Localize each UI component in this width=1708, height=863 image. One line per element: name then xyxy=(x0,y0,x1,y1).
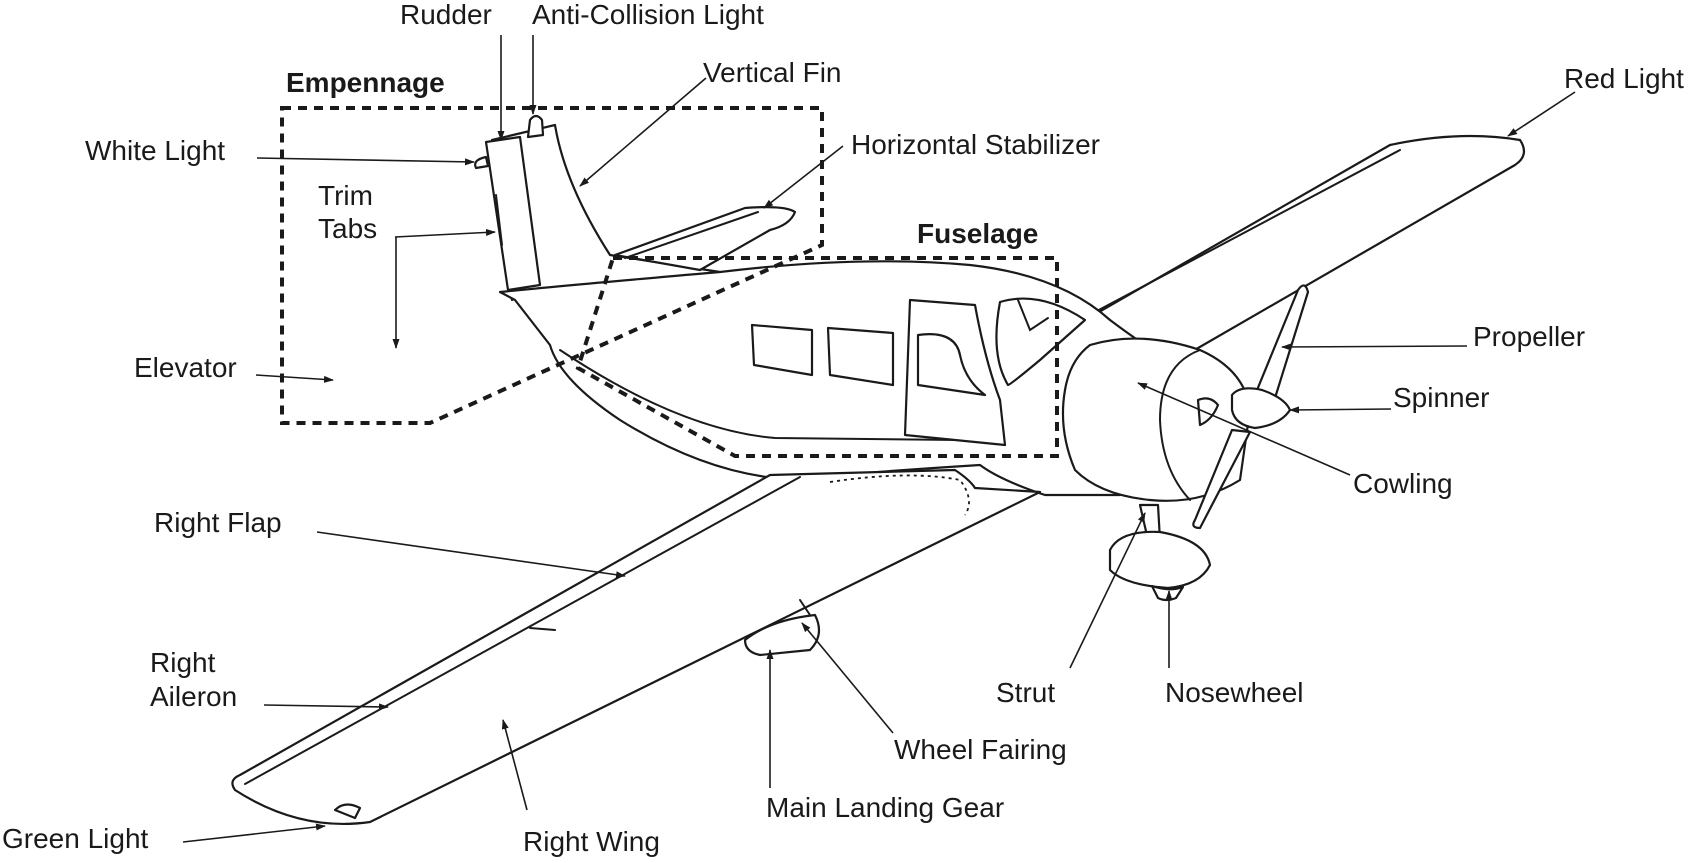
empennage-boundary xyxy=(280,106,824,425)
wheel-fairing-shape xyxy=(743,613,821,657)
cowling-front-ring xyxy=(1158,349,1201,501)
label-trim-tabs-line2: Tabs xyxy=(318,213,377,244)
label-empennage: Empennage xyxy=(286,67,445,98)
wing-root-fairing xyxy=(829,474,970,516)
label-strut: Strut xyxy=(996,677,1055,708)
windshield xyxy=(995,297,1087,387)
label-nosewheel: Nosewheel xyxy=(1165,677,1304,708)
label-spinner: Spinner xyxy=(1393,382,1490,413)
windshield-frame xyxy=(1017,299,1049,332)
label-white-light: White Light xyxy=(85,135,225,166)
airplane-drawing xyxy=(231,114,1526,825)
label-right-aileron-line2: Aileron xyxy=(150,681,237,712)
label-propeller: Propeller xyxy=(1473,321,1585,352)
label-horizontal-stabilizer: Horizontal Stabilizer xyxy=(851,129,1100,160)
rear-window-1 xyxy=(750,323,814,377)
white-light-shape xyxy=(474,155,490,170)
propeller-upper-blade xyxy=(1253,284,1310,400)
spinner-shape xyxy=(1230,387,1292,430)
nosewheel-fairing xyxy=(1108,530,1212,590)
main-landing-gear-strut xyxy=(799,599,811,616)
label-right-aileron-line1: Right xyxy=(150,647,216,678)
label-vertical-fin: Vertical Fin xyxy=(703,57,842,88)
right-flap-hinge xyxy=(244,476,801,785)
nosewheel-tire xyxy=(1150,584,1185,602)
label-cowling: Cowling xyxy=(1353,468,1453,499)
label-wheel-fairing: Wheel Fairing xyxy=(894,734,1067,765)
door-window xyxy=(916,333,987,397)
label-anti-collision-light: Anti-Collision Light xyxy=(532,0,764,30)
label-main-landing-gear: Main Landing Gear xyxy=(766,792,1004,823)
label-right-flap: Right Flap xyxy=(154,507,282,538)
right-wing-shape xyxy=(231,468,1042,825)
label-rudder: Rudder xyxy=(400,0,492,30)
horizontal-stabilizer-hinge xyxy=(624,211,759,259)
propeller-lower-blade xyxy=(1192,428,1252,530)
label-green-light: Green Light xyxy=(2,823,149,854)
trim-tab-rudder xyxy=(495,194,503,246)
rear-window-2 xyxy=(826,326,895,387)
left-wing-shape xyxy=(1083,134,1526,372)
label-elevator: Elevator xyxy=(134,352,237,383)
label-fuselage: Fuselage xyxy=(917,218,1038,249)
label-right-wing: Right Wing xyxy=(523,826,660,857)
cowling-inlet xyxy=(1196,397,1220,427)
right-aileron-flap-split xyxy=(529,627,556,631)
horizontal-stabilizer-left-shape xyxy=(613,206,797,272)
anti-collision-light-shape xyxy=(526,114,545,139)
fuselage-belly-line xyxy=(559,349,961,441)
label-red-light: Red Light xyxy=(1564,63,1684,94)
green-light-shape xyxy=(333,803,362,820)
fuselage-boundary xyxy=(575,256,1059,458)
leader-lines xyxy=(182,35,1576,843)
label-trim-tabs-line1: Trim xyxy=(318,180,373,211)
left-wing-flap-line xyxy=(1094,149,1401,313)
